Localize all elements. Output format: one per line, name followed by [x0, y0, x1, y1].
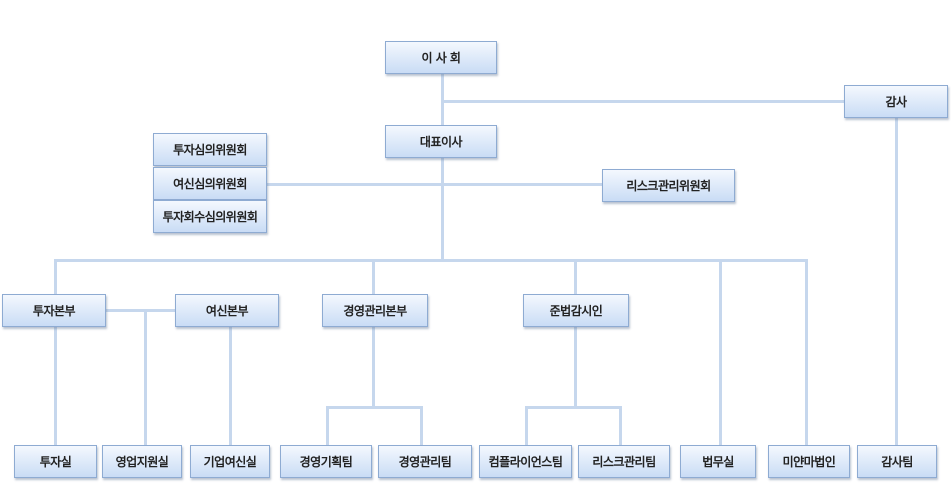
connector [106, 309, 175, 312]
connector [895, 117, 898, 445]
node-auditor: 감사 [844, 85, 948, 118]
connector [441, 73, 444, 125]
connector [441, 100, 844, 103]
connector [144, 309, 147, 445]
connector [54, 326, 57, 445]
connector [326, 406, 423, 409]
connector [574, 326, 577, 408]
node-risk-team: 리스크관리팀 [578, 445, 670, 478]
connector [619, 406, 622, 445]
connector [372, 259, 375, 294]
connector [525, 406, 528, 445]
connector [525, 406, 622, 409]
node-credit-div: 여신본부 [175, 294, 279, 327]
connector [805, 259, 808, 445]
node-risk-committee: 리스크관리위원회 [602, 169, 735, 202]
node-board: 이 사 회 [385, 41, 497, 74]
node-myanmar: 미얀마법인 [768, 445, 850, 478]
node-mgmt-planning: 경영기획팀 [280, 445, 372, 478]
node-corp-credit: 기업여신실 [190, 445, 270, 478]
node-credit-committee: 여신심의위원회 [153, 167, 267, 200]
connector [420, 406, 423, 445]
connector [372, 326, 375, 408]
connector [574, 259, 577, 294]
connector [54, 259, 808, 262]
node-audit-team: 감사팀 [857, 445, 937, 478]
connector [267, 183, 602, 186]
node-ceo: 대표이사 [385, 125, 497, 158]
connector [326, 406, 329, 445]
node-mgmt-div: 경영관리본부 [322, 294, 428, 327]
connector [54, 259, 57, 294]
connector [441, 157, 444, 261]
node-invest-div: 투자본부 [2, 294, 106, 327]
connector [719, 259, 722, 445]
node-compliance-team: 컴플라이언스팀 [479, 445, 572, 478]
connector [229, 326, 232, 445]
node-invest-committee: 투자심의위원회 [153, 133, 267, 166]
node-mgmt-team: 경영관리팀 [378, 445, 472, 478]
node-compliance-officer: 준법감시인 [523, 294, 629, 327]
node-recovery-committee: 투자회수심의위원회 [153, 200, 267, 233]
node-sales-support: 영업지원실 [102, 445, 182, 478]
node-legal: 법무실 [680, 445, 756, 478]
node-invest-office: 투자실 [14, 445, 97, 478]
